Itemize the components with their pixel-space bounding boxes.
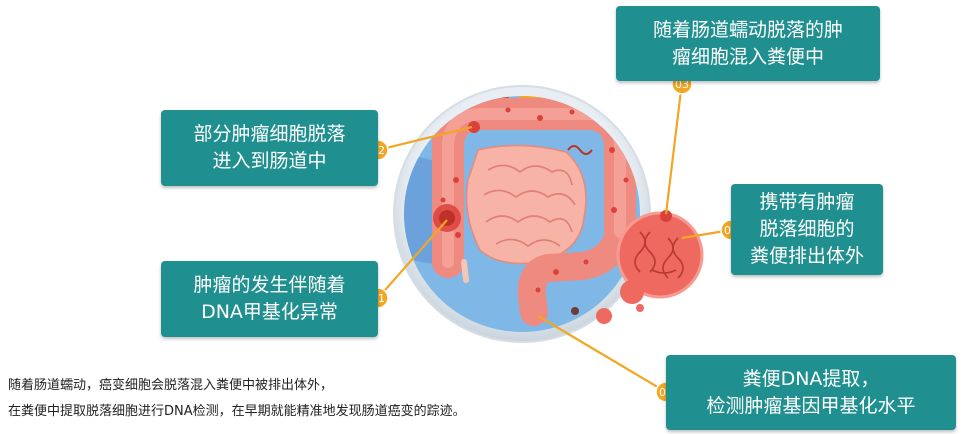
callout-04-line-3: 粪便排出体外 xyxy=(749,245,864,267)
callout-01-line-2: DNA甲基化异常 xyxy=(201,301,338,323)
stool-cell-large xyxy=(618,213,702,297)
callout-03-line-1: 随着肠道蠕动脱落的肿 xyxy=(652,18,843,41)
stool-cell-small-4 xyxy=(636,304,644,312)
callout-02-line-1: 部分肿瘤细胞脱落 xyxy=(193,123,346,145)
stool-cell-small-1 xyxy=(620,280,644,304)
stool-cell-small-2 xyxy=(596,308,612,324)
callout-04: 携带有肿瘤 脱落细胞的 粪便排出体外 xyxy=(731,184,883,275)
caption-line-2: 在粪便中提取脱落细胞进行DNA检测，在早期就能精准地发现肠道癌变的踪迹。 xyxy=(8,404,466,419)
callout-01-line-1: 肿瘤的发生伴随着 xyxy=(193,274,346,296)
stool-cell-small-3 xyxy=(571,307,579,315)
callout-02: 部分肿瘤细胞脱落 进入到肠道中 xyxy=(161,110,378,186)
dna-helix-icon xyxy=(634,231,684,279)
callout-05-line-1: 粪便DNA提取， xyxy=(742,367,880,390)
svg-text:03: 03 xyxy=(675,78,689,91)
connector-lines xyxy=(377,81,732,393)
callout-03: 随着肠道蠕动脱落的肿 瘤细胞混入粪便中 xyxy=(616,6,880,81)
callout-01: 肿瘤的发生伴随着 DNA甲基化异常 xyxy=(161,261,378,337)
callout-02-line-2: 进入到肠道中 xyxy=(212,150,327,172)
callout-04-line-1: 携带有肿瘤 xyxy=(759,191,855,213)
small-intestine xyxy=(465,144,587,265)
callout-05: 粪便DNA提取， 检测肿瘤基因甲基化水平 xyxy=(666,355,956,430)
callout-05-line-2: 检测肿瘤基因甲基化水平 xyxy=(706,394,916,417)
callout-04-line-2: 脱落细胞的 xyxy=(759,218,855,240)
caption-line-1: 随着肠道蠕动，癌变细胞会脱落混入粪便中被排出体外， xyxy=(8,378,334,393)
callout-03-line-2: 瘤细胞混入粪便中 xyxy=(671,45,824,68)
